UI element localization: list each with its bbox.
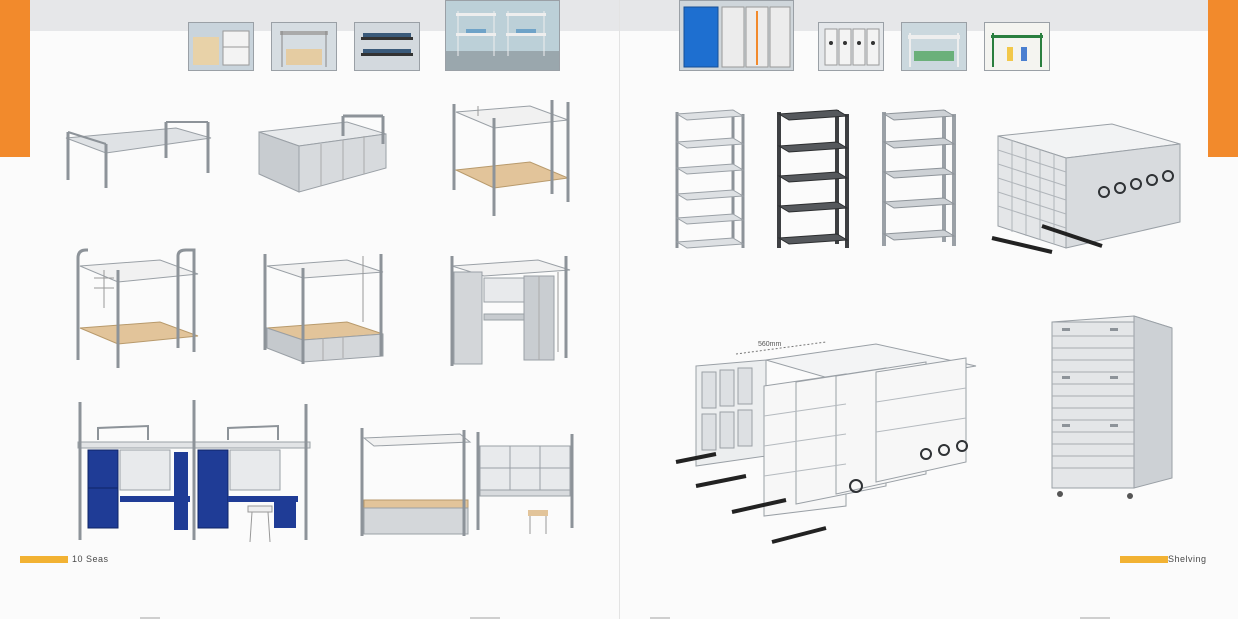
mobile-drawer-cabinets [991,122,1184,254]
loft-bed-bookshelf-desk [360,424,576,538]
dimension-label: 560mm [758,341,782,348]
thumbnail-student-room [984,22,1050,71]
right-footer-mark [1120,556,1168,563]
left-bottom-tick [140,617,160,619]
double-loft-bed-desk-blue [77,400,311,543]
single-bed [65,118,212,188]
bunk-bed [450,98,572,220]
single-bed-with-cabinet [258,114,387,204]
right-bottom-tick [650,617,670,619]
right-footer-label: Shelving [1168,554,1207,564]
left-orange-tab [0,0,30,157]
shelf-unit-dark [775,108,849,252]
left-footer-mark [20,556,68,563]
thumbnail-loft-bed-2 [901,22,967,71]
mobile-archive-shelving-system: 560mm [675,336,996,546]
right-bottom-tick-2 [1080,617,1110,619]
thumbnail-dorm-room [188,22,254,71]
loft-bed-with-desk-wardrobe [448,252,572,368]
thumbnail-locker-cabinet [679,0,794,71]
left-footer-label: 10 Seas [72,554,109,564]
thumbnail-mobile-shelving [818,22,884,71]
thumbnail-bunk-bed [354,22,420,71]
flat-file-drawer-cabinet [1050,314,1174,502]
thumbnail-loft-bed [271,22,337,71]
left-bottom-tick-2 [470,617,500,619]
thumbnail-dormitory [445,0,560,71]
bunk-bed-round-rail [74,248,200,370]
shelf-unit-grey [673,108,745,252]
shelf-unit-light [880,108,956,250]
right-orange-tab [1208,0,1238,157]
bunk-bed-with-cabinet [263,252,385,366]
page-gutter [619,0,620,619]
